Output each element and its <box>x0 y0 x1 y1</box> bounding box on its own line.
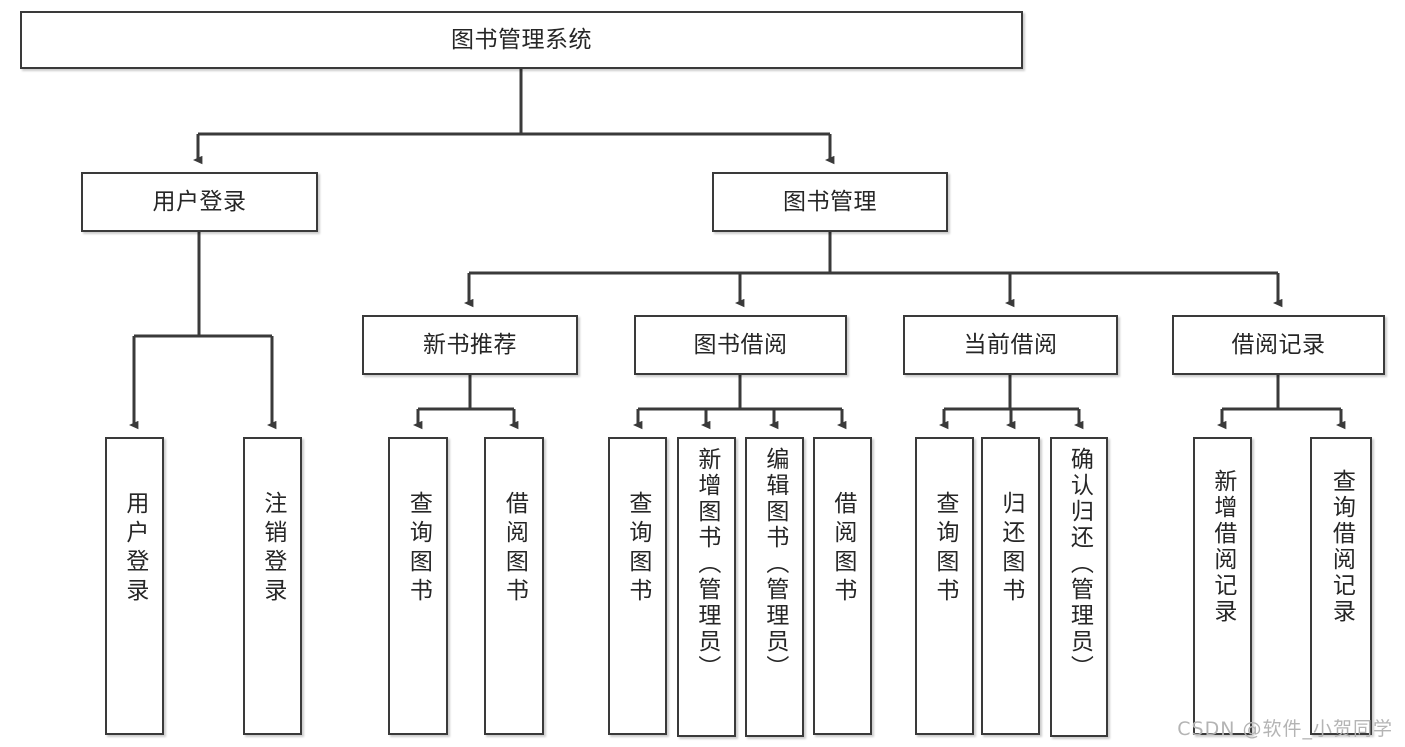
node-label: 编辑图书（管理员） <box>761 447 788 681</box>
node-current-borrow[interactable]: 当前借阅 <box>903 315 1118 375</box>
node-book-management[interactable]: 图书管理 <box>712 172 948 232</box>
node-new-book-recommend[interactable]: 新书推荐 <box>362 315 578 375</box>
node-label: 借阅图书 <box>501 491 528 607</box>
leaf-query-borrow-record[interactable]: 查询借阅记录 <box>1310 437 1372 735</box>
leaf-return-books[interactable]: 归还图书 <box>981 437 1040 735</box>
node-user-login[interactable]: 用户登录 <box>81 172 318 232</box>
leaf-user-login[interactable]: 用户登录 <box>105 437 164 735</box>
edges-newbooks-to-leaves <box>413 375 519 430</box>
leaf-query-books-borrow[interactable]: 查询图书 <box>608 437 667 735</box>
node-label: 图书借阅 <box>693 331 788 358</box>
leaf-borrow-books-recommend[interactable]: 借阅图书 <box>484 437 544 735</box>
leaf-logout[interactable]: 注销登录 <box>243 437 302 735</box>
node-label: 新书推荐 <box>423 331 517 358</box>
node-label: 注销登录 <box>259 491 286 607</box>
node-label: 图书管理 <box>783 188 877 215</box>
node-label: 归还图书 <box>997 491 1024 607</box>
node-label: 新增图书（管理员） <box>693 447 720 681</box>
node-label: 当前借阅 <box>963 331 1058 358</box>
edges-borrow-to-leaves <box>633 375 847 430</box>
node-label: 图书管理系统 <box>451 26 592 53</box>
leaf-add-book-admin[interactable]: 新增图书（管理员） <box>677 437 736 737</box>
leaf-borrow-books[interactable]: 借阅图书 <box>813 437 872 735</box>
leaf-add-borrow-record[interactable]: 新增借阅记录 <box>1193 437 1252 735</box>
edges-current-to-leaves <box>939 375 1084 430</box>
edges-root-to-level2 <box>193 69 835 165</box>
node-label: 查询图书 <box>405 491 432 607</box>
node-root-book-management-system[interactable]: 图书管理系统 <box>20 11 1023 69</box>
node-label: 查询图书 <box>931 491 958 607</box>
node-label: 借阅图书 <box>829 491 856 607</box>
node-book-borrow[interactable]: 图书借阅 <box>634 315 847 375</box>
node-label: 借阅记录 <box>1231 331 1326 358</box>
leaf-edit-book-admin[interactable]: 编辑图书（管理员） <box>745 437 804 737</box>
leaf-query-books-current[interactable]: 查询图书 <box>915 437 974 735</box>
edges-login-to-leaves <box>129 232 277 430</box>
leaf-confirm-return-admin[interactable]: 确认归还（管理员） <box>1050 437 1108 737</box>
node-label: 用户登录 <box>152 188 247 215</box>
node-label: 确认归还（管理员） <box>1066 447 1093 681</box>
edges-books-to-level3 <box>464 232 1283 308</box>
node-borrow-records[interactable]: 借阅记录 <box>1172 315 1385 375</box>
edges-records-to-leaves <box>1217 375 1346 430</box>
node-label: 用户登录 <box>121 491 148 607</box>
node-label: 新增借阅记录 <box>1209 469 1236 625</box>
node-label: 查询借阅记录 <box>1328 469 1355 625</box>
node-label: 查询图书 <box>624 491 651 607</box>
leaf-query-books-recommend[interactable]: 查询图书 <box>388 437 448 735</box>
